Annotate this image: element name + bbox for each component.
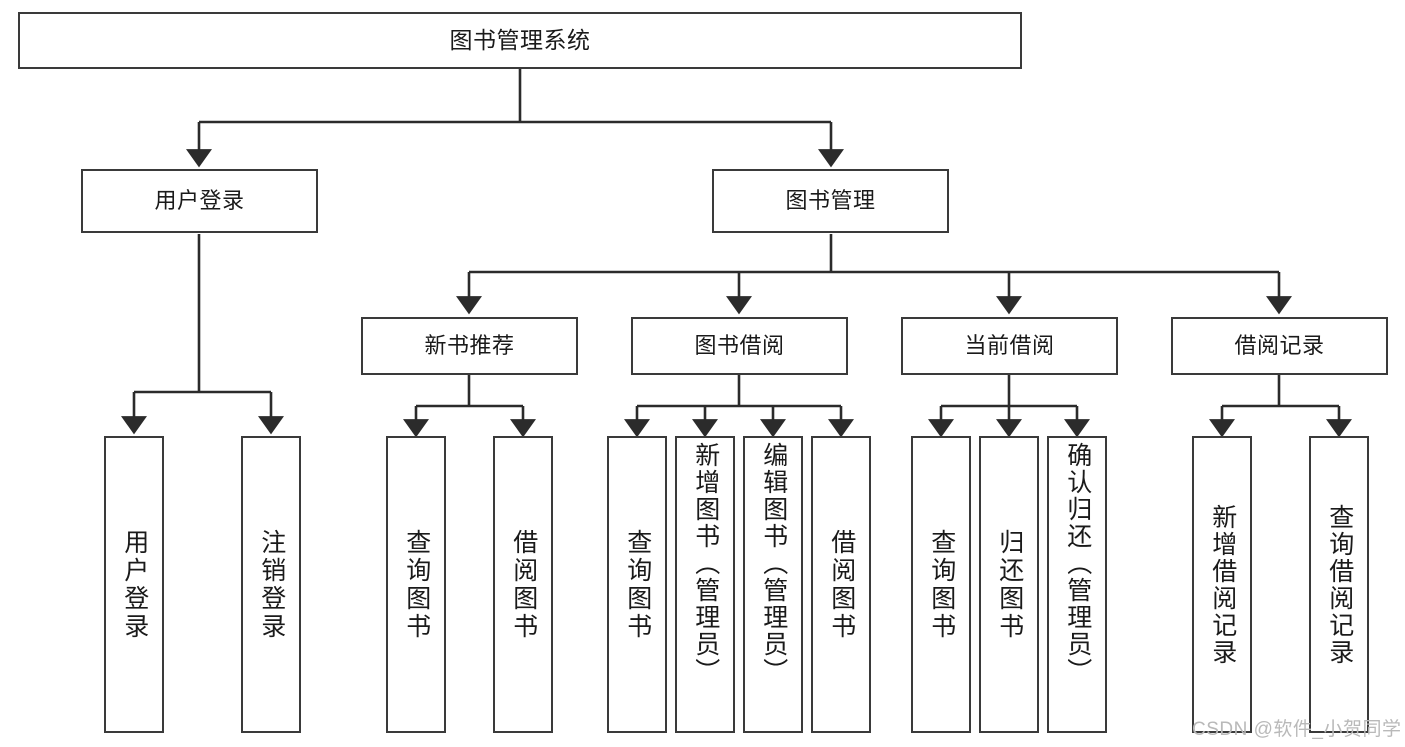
node-label: 新书推荐: [424, 333, 515, 359]
node-leaf-edit-book-admin[interactable]: 编辑图书（管理员）: [743, 436, 803, 733]
node-leaf-confirm-return-admin[interactable]: 确认归还（管理员）: [1047, 436, 1107, 733]
node-book-management[interactable]: 图书管理: [712, 169, 949, 233]
node-leaf-add-book-admin[interactable]: 新增图书（管理员）: [675, 436, 735, 733]
node-label: 借阅图书: [509, 528, 538, 641]
node-label: 新增借阅记录: [1208, 503, 1237, 666]
node-label: 图书管理系统: [449, 27, 591, 54]
node-leaf-borrow-book-recommend[interactable]: 借阅图书: [493, 436, 553, 733]
node-leaf-add-borrow-record[interactable]: 新增借阅记录: [1192, 436, 1252, 733]
node-label: 归还图书: [995, 528, 1024, 641]
node-label: 用户登录: [154, 188, 245, 214]
node-new-book-recommend[interactable]: 新书推荐: [361, 317, 578, 375]
node-leaf-borrow-book[interactable]: 借阅图书: [811, 436, 871, 733]
node-leaf-query-book-borrow[interactable]: 查询图书: [607, 436, 667, 733]
node-label: 查询借阅记录: [1325, 503, 1354, 666]
node-leaf-user-login[interactable]: 用户登录: [104, 436, 164, 733]
node-root-book-management-system[interactable]: 图书管理系统: [18, 12, 1022, 69]
node-label: 图书管理: [785, 188, 876, 214]
node-leaf-logout[interactable]: 注销登录: [241, 436, 301, 733]
node-book-borrow[interactable]: 图书借阅: [631, 317, 848, 375]
node-label: 查询图书: [927, 528, 956, 641]
node-label: 注销登录: [257, 528, 286, 641]
node-label: 查询图书: [402, 528, 431, 641]
node-label: 图书借阅: [694, 333, 785, 359]
node-label: 新增图书（管理员）: [691, 442, 720, 685]
node-user-login[interactable]: 用户登录: [81, 169, 318, 233]
node-label: 借阅图书: [827, 528, 856, 641]
node-label: 查询图书: [623, 528, 652, 641]
node-leaf-query-book-recommend[interactable]: 查询图书: [386, 436, 446, 733]
node-label: 编辑图书（管理员）: [759, 442, 788, 685]
node-current-borrow[interactable]: 当前借阅: [901, 317, 1118, 375]
csdn-watermark: CSDN @软件_小贺同学: [1192, 719, 1402, 740]
node-leaf-return-book[interactable]: 归还图书: [979, 436, 1039, 733]
node-label: 当前借阅: [964, 333, 1055, 359]
node-label: 借阅记录: [1234, 333, 1325, 359]
node-leaf-query-borrow-record[interactable]: 查询借阅记录: [1309, 436, 1369, 733]
node-borrow-record[interactable]: 借阅记录: [1171, 317, 1388, 375]
node-leaf-query-book-current[interactable]: 查询图书: [911, 436, 971, 733]
node-label: 确认归还（管理员）: [1063, 442, 1092, 685]
node-label: 用户登录: [120, 528, 149, 641]
